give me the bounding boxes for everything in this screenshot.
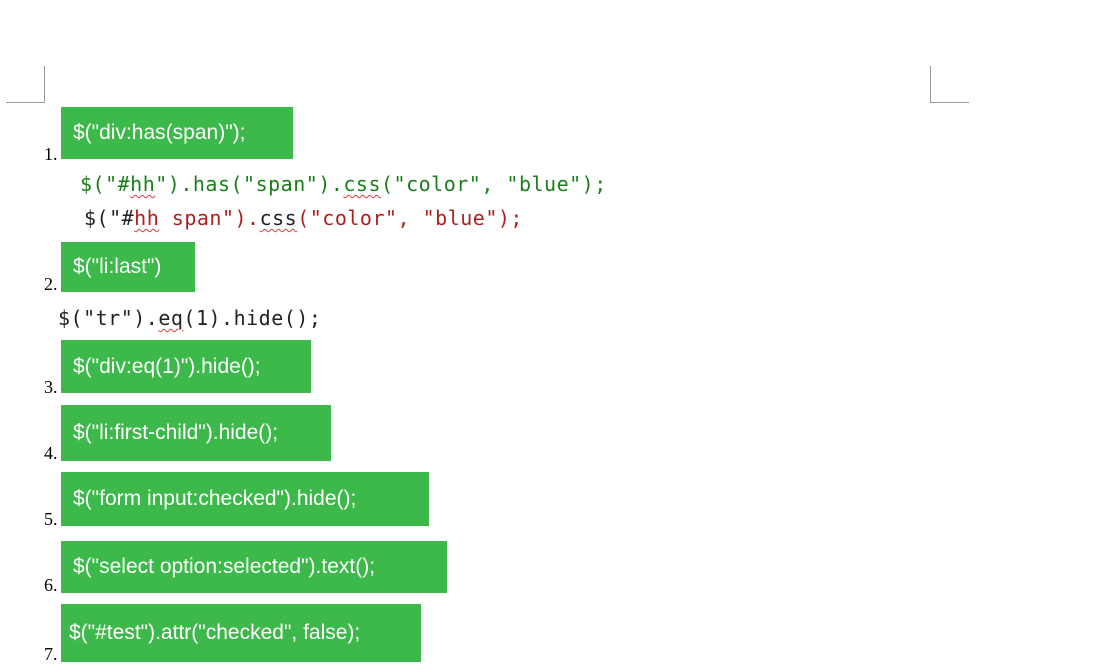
list-number: 2. [44,274,58,294]
highlighted-code-block: $("#test").attr("checked", false); [61,604,421,662]
highlighted-code-block: $("select option:selected").text(); [61,541,447,593]
page-corner-mark-left [6,66,45,103]
list-number: 6. [44,575,58,595]
code-line: $("#hh").has("span").css("color", "blue"… [80,172,607,196]
highlighted-code-block: $("li:first-child").hide(); [61,405,331,461]
code-line: $("tr").eq(1).hide(); [58,306,322,330]
highlighted-code-block: $("div:eq(1)").hide(); [61,340,311,393]
list-number: 5. [44,509,58,529]
page-corner-mark-right [930,66,969,103]
list-number: 7. [44,644,58,664]
list-number: 1. [44,144,58,164]
highlighted-code-block: $("div:has(span)"); [61,107,293,159]
list-number: 3. [44,377,58,397]
list-number: 4. [44,443,58,463]
highlighted-code-block: $("li:last") [61,242,195,292]
highlighted-code-block: $("form input:checked").hide(); [61,472,429,526]
code-line: $("#hh span").css("color", "blue"); [84,206,523,230]
